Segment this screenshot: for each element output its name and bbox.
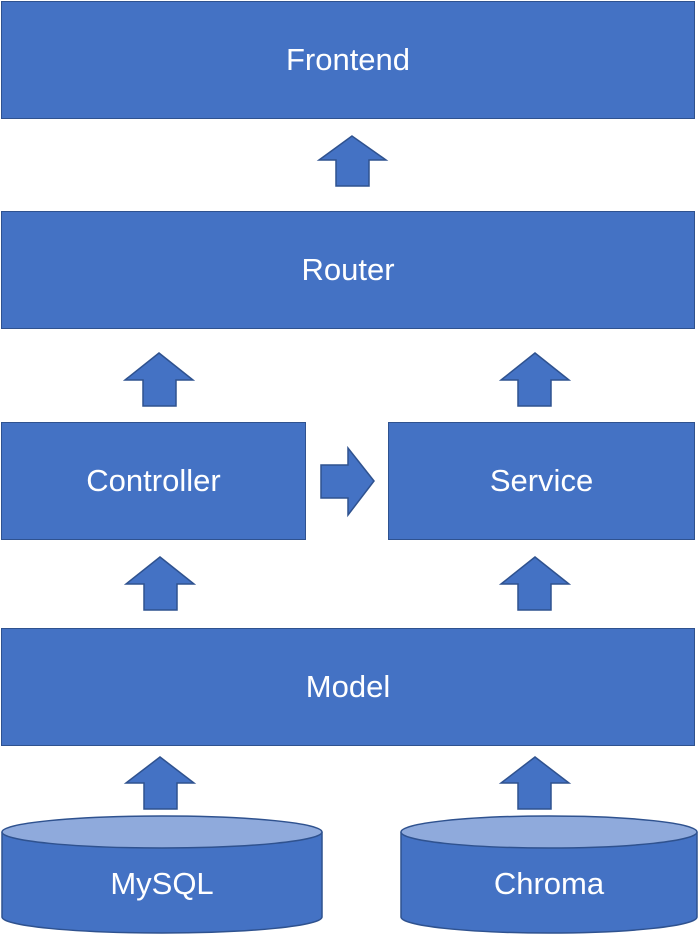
up-arrow-model-service: [498, 556, 572, 611]
router-layer: Router: [1, 211, 695, 329]
frontend-layer: Frontend: [1, 1, 695, 119]
service-layer: Service: [388, 422, 695, 540]
service-label: Service: [489, 463, 594, 498]
controller-label: Controller: [86, 463, 221, 498]
model-label: Model: [305, 669, 391, 704]
mysql-label: MySQL: [110, 866, 214, 901]
up-arrow-model-controller: [123, 556, 197, 611]
model-layer: Model: [1, 628, 695, 746]
router-label: Router: [301, 252, 395, 287]
chroma-cylinder-icon: [400, 815, 698, 934]
up-arrow-service-router: [498, 352, 572, 407]
chroma-label: Chroma: [493, 866, 605, 901]
right-arrow-controller-service: [320, 445, 375, 518]
mysql-cylinder-icon: [1, 815, 323, 934]
controller-layer: Controller: [1, 422, 306, 540]
up-arrow-chroma-model: [498, 756, 572, 810]
up-arrow-controller-router: [122, 352, 196, 407]
frontend-label: Frontend: [285, 42, 411, 77]
up-arrow-mysql-model: [123, 756, 197, 810]
up-arrow-router-frontend: [316, 135, 389, 187]
